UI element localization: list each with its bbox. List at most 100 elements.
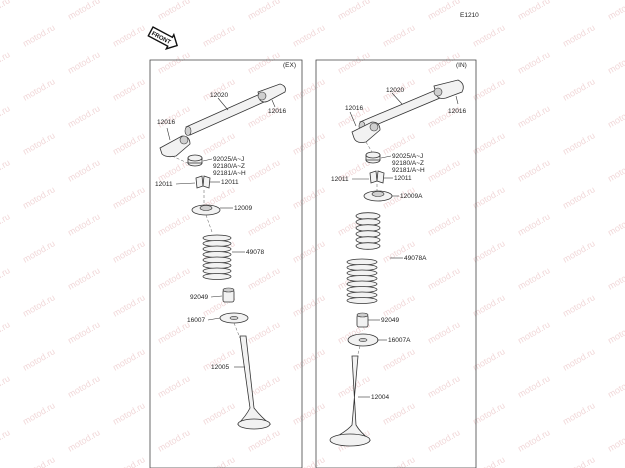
- watermark-text: motod.ru: [246, 265, 282, 291]
- watermark-text: motod.ru: [0, 265, 12, 291]
- watermark-text: motod.ru: [561, 346, 597, 372]
- watermark-text: motod.ru: [246, 157, 282, 183]
- watermark-text: motod.ru: [111, 400, 147, 426]
- in-rocker-arm-right: [433, 79, 464, 99]
- watermark-text: motod.ru: [21, 130, 57, 156]
- watermark-text: motod.ru: [291, 346, 327, 372]
- ex-spring-seat: [219, 312, 249, 324]
- watermark-text: motod.ru: [0, 103, 12, 129]
- in-label-rocker-right: 12016: [448, 108, 466, 115]
- watermark-text: motod.ru: [516, 49, 552, 75]
- in-valve: [329, 355, 372, 447]
- watermark-text: motod.ru: [291, 292, 327, 318]
- watermark-text: motod.ru: [21, 292, 57, 318]
- watermark-text: motod.ru: [0, 319, 12, 345]
- watermark-text: motod.ru: [516, 0, 552, 22]
- watermark-text: motod.ru: [561, 400, 597, 426]
- watermark-text: motod.ru: [156, 373, 192, 399]
- ex-label-rocker-right: 12016: [268, 108, 286, 115]
- watermark-text: motod.ru: [246, 427, 282, 453]
- watermark-text: motod.ru: [0, 49, 12, 75]
- watermark-text: motod.ru: [201, 22, 237, 48]
- watermark-text: motod.ru: [426, 157, 462, 183]
- watermark-text: motod.ru: [66, 319, 102, 345]
- in-label-seat: 16007A: [388, 337, 411, 344]
- watermark-text: motod.ru: [291, 22, 327, 48]
- watermark-text: motod.ru: [21, 400, 57, 426]
- watermark-text: motod.ru: [66, 103, 102, 129]
- watermark-text: motod.ru: [426, 265, 462, 291]
- watermark-text: motod.ru: [201, 130, 237, 156]
- panel-ex-frame: [149, 59, 303, 468]
- watermark-text: motod.ru: [21, 184, 57, 210]
- ex-label-shim-c: 92181/A~H: [213, 170, 246, 177]
- in-keepers: [369, 170, 385, 184]
- in-label-shim-c: 92181/A~H: [392, 167, 425, 174]
- in-label-shaft: 12020: [386, 87, 404, 94]
- watermark-text: motod.ru: [111, 292, 147, 318]
- ex-retainer: [191, 204, 221, 216]
- watermark-text: motod.ru: [381, 292, 417, 318]
- watermark-text: motod.ru: [561, 238, 597, 264]
- watermark-text: motod.ru: [516, 103, 552, 129]
- ex-valve: [237, 335, 272, 430]
- watermark-text: motod.ru: [156, 211, 192, 237]
- watermark-text: motod.ru: [606, 265, 625, 291]
- watermark-text: motod.ru: [606, 0, 625, 22]
- watermark-text: motod.ru: [111, 346, 147, 372]
- in-label-valve: 12004: [371, 394, 389, 401]
- ex-label-spring: 49078: [246, 249, 264, 256]
- ex-stem-seal: [222, 287, 235, 303]
- watermark-text: motod.ru: [606, 103, 625, 129]
- watermark-text: motod.ru: [516, 265, 552, 291]
- watermark-text: motod.ru: [21, 76, 57, 102]
- ex-valve-spring: [202, 234, 232, 280]
- watermark-text: motod.ru: [606, 49, 625, 75]
- watermark-text: motod.ru: [606, 373, 625, 399]
- watermark-text: motod.ru: [66, 211, 102, 237]
- watermark-text: motod.ru: [291, 400, 327, 426]
- watermark-text: motod.ru: [156, 0, 192, 22]
- watermark-text: motod.ru: [291, 454, 327, 468]
- watermark-text: motod.ru: [606, 427, 625, 453]
- in-retainer: [363, 190, 393, 202]
- watermark-text: motod.ru: [561, 454, 597, 468]
- watermark-text: motod.ru: [606, 157, 625, 183]
- panel-in-tag: (IN): [456, 62, 467, 69]
- ex-label-retainer: 12009: [234, 205, 252, 212]
- watermark-text: motod.ru: [21, 346, 57, 372]
- spring-coil: [355, 242, 381, 250]
- watermark-text: motod.ru: [111, 130, 147, 156]
- watermark-text: motod.ru: [156, 49, 192, 75]
- watermark-text: motod.ru: [426, 0, 462, 22]
- watermark-text: motod.ru: [516, 427, 552, 453]
- watermark-text: motod.ru: [516, 157, 552, 183]
- watermark-text: motod.ru: [0, 0, 12, 22]
- watermark-text: motod.ru: [291, 130, 327, 156]
- watermark-text: motod.ru: [111, 454, 147, 468]
- watermark-text: motod.ru: [0, 373, 12, 399]
- ex-keepers: [195, 175, 211, 189]
- watermark-text: motod.ru: [381, 400, 417, 426]
- watermark-text: motod.ru: [291, 184, 327, 210]
- watermark-text: motod.ru: [561, 130, 597, 156]
- watermark-text: motod.ru: [291, 238, 327, 264]
- watermark-text: motod.ru: [111, 184, 147, 210]
- watermark-text: motod.ru: [516, 319, 552, 345]
- ex-label-shim-a: 92025/A~J: [213, 156, 244, 163]
- in-label-rocker-left: 12016: [345, 105, 363, 112]
- spring-coil: [202, 273, 232, 280]
- watermark-text: motod.ru: [606, 211, 625, 237]
- panel-ex: (EX): [149, 59, 303, 468]
- watermark-text: motod.ru: [201, 454, 237, 468]
- in-label-shim-a: 92025/A~J: [392, 153, 423, 160]
- in-label-spring: 49078A: [404, 255, 427, 262]
- in-label-keeper-right: 12011: [394, 175, 412, 182]
- ex-label-rocker-left: 12016: [157, 119, 175, 126]
- watermark-text: motod.ru: [426, 319, 462, 345]
- watermark-text: motod.ru: [471, 22, 507, 48]
- watermark-text: motod.ru: [426, 373, 462, 399]
- panel-ex-tag: (EX): [283, 62, 296, 69]
- watermark-text: motod.ru: [561, 76, 597, 102]
- ex-label-shim-b: 92180/A~Z: [213, 163, 245, 170]
